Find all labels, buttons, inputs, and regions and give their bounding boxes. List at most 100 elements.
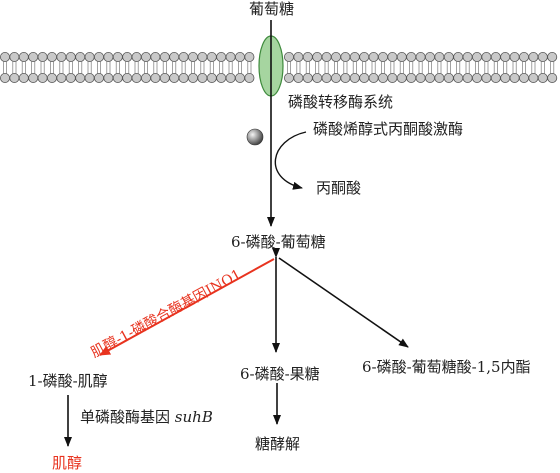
lipid-head — [462, 52, 473, 63]
lipid-head — [94, 73, 105, 84]
lipid-head — [424, 52, 435, 63]
lipid-head — [84, 52, 95, 63]
lipid-head — [234, 73, 245, 84]
cell-membrane — [0, 52, 558, 84]
lipid-tails — [3, 61, 555, 74]
lipid-head — [225, 52, 236, 63]
lipid-head — [159, 52, 170, 63]
lipid-head — [216, 73, 227, 84]
lipid-heads-bottom — [0, 73, 558, 84]
lipid-head — [112, 52, 123, 63]
lipid-head — [377, 52, 388, 63]
lipid-head — [377, 73, 388, 84]
lipid-head — [131, 52, 142, 63]
lipid-head — [519, 73, 530, 84]
lipid-head — [528, 52, 539, 63]
lipid-head — [490, 73, 501, 84]
lipid-head — [302, 52, 313, 63]
lipid-head — [122, 52, 133, 63]
lipid-head — [18, 73, 29, 84]
pyruvate-kinase-label: 磷酸烯醇式丙酮酸激酶 — [313, 120, 464, 138]
gluconolactone-label: 6-磷酸-葡萄糖酸-1,5内酯 — [362, 358, 531, 376]
lipid-head — [443, 73, 454, 84]
lipid-head — [424, 73, 435, 84]
glucose-label: 葡萄糖 — [249, 0, 295, 18]
lipid-head — [434, 73, 445, 84]
lipid-head — [330, 52, 341, 63]
lipid-head — [453, 52, 464, 63]
lipid-head — [9, 73, 20, 84]
arrow-pep-to-pyruvate — [274, 131, 307, 190]
pts-system-label: 磷酸转移酶系统 — [288, 93, 394, 111]
lipid-head — [490, 52, 501, 63]
lipid-head — [500, 73, 511, 84]
lipid-head — [547, 73, 558, 84]
lipid-head — [471, 52, 482, 63]
lipid-head — [359, 52, 370, 63]
lipid-head — [434, 52, 445, 63]
lipid-head — [28, 73, 39, 84]
lipid-head — [140, 73, 151, 84]
lipid-head — [368, 52, 379, 63]
lipid-head — [9, 52, 20, 63]
lipid-head — [321, 52, 332, 63]
inositol-label: 肌醇 — [52, 454, 83, 472]
lipid-head — [94, 52, 105, 63]
lipid-head — [481, 52, 492, 63]
lipid-head — [206, 52, 217, 63]
lipid-head — [387, 52, 398, 63]
lipid-head — [302, 73, 313, 84]
arrow-g6p-to-gluconolactone — [278, 257, 409, 348]
lipid-head — [349, 73, 360, 84]
lipid-head — [340, 73, 351, 84]
lipid-head — [330, 73, 341, 84]
lipid-head — [509, 73, 520, 84]
suhb-gene-name: suhB — [174, 408, 213, 426]
f6p-label: 6-磷酸-果糖 — [240, 365, 320, 383]
lipid-head — [47, 73, 58, 84]
lipid-head — [453, 73, 464, 84]
lipid-head — [112, 73, 123, 84]
lipid-head — [75, 52, 86, 63]
lipid-head — [359, 73, 370, 84]
lipid-head — [387, 73, 398, 84]
lipid-head — [396, 73, 407, 84]
lipid-head — [500, 52, 511, 63]
lipid-head — [537, 52, 548, 63]
lipid-head — [103, 73, 114, 84]
lipid-head — [47, 52, 58, 63]
lipid-head — [406, 52, 417, 63]
lipid-head — [340, 52, 351, 63]
lipid-head — [0, 73, 10, 84]
lipid-head — [519, 52, 530, 63]
lipid-head — [443, 52, 454, 63]
lipid-head — [84, 73, 95, 84]
pyruvate-label: 丙酮酸 — [316, 179, 362, 197]
lipid-head — [481, 73, 492, 84]
lipid-head — [547, 52, 558, 63]
lipid-head — [234, 52, 245, 63]
i1p-label: 1-磷酸-肌醇 — [28, 372, 108, 390]
lipid-head — [0, 52, 10, 63]
lipid-head — [312, 73, 323, 84]
lipid-head — [169, 52, 180, 63]
lipid-head — [293, 52, 304, 63]
lipid-head — [321, 73, 332, 84]
lipid-head — [187, 73, 198, 84]
lipid-head — [406, 73, 417, 84]
lipid-head — [103, 52, 114, 63]
suhb-gene-text: 单磷酸酶基因 — [80, 408, 171, 426]
lipid-heads-top — [0, 52, 558, 63]
lipid-head — [206, 73, 217, 84]
lipid-head — [415, 52, 426, 63]
lipid-head — [244, 52, 255, 63]
suhb-gene-label: 单磷酸酶基因 suhB — [80, 410, 213, 425]
lipid-head — [65, 52, 76, 63]
lipid-head — [509, 52, 520, 63]
lipid-head — [537, 73, 548, 84]
g6p-label: 6-磷酸-葡萄糖 — [231, 233, 326, 251]
lipid-head — [75, 73, 86, 84]
lipid-head — [56, 52, 67, 63]
lipid-head — [349, 52, 360, 63]
